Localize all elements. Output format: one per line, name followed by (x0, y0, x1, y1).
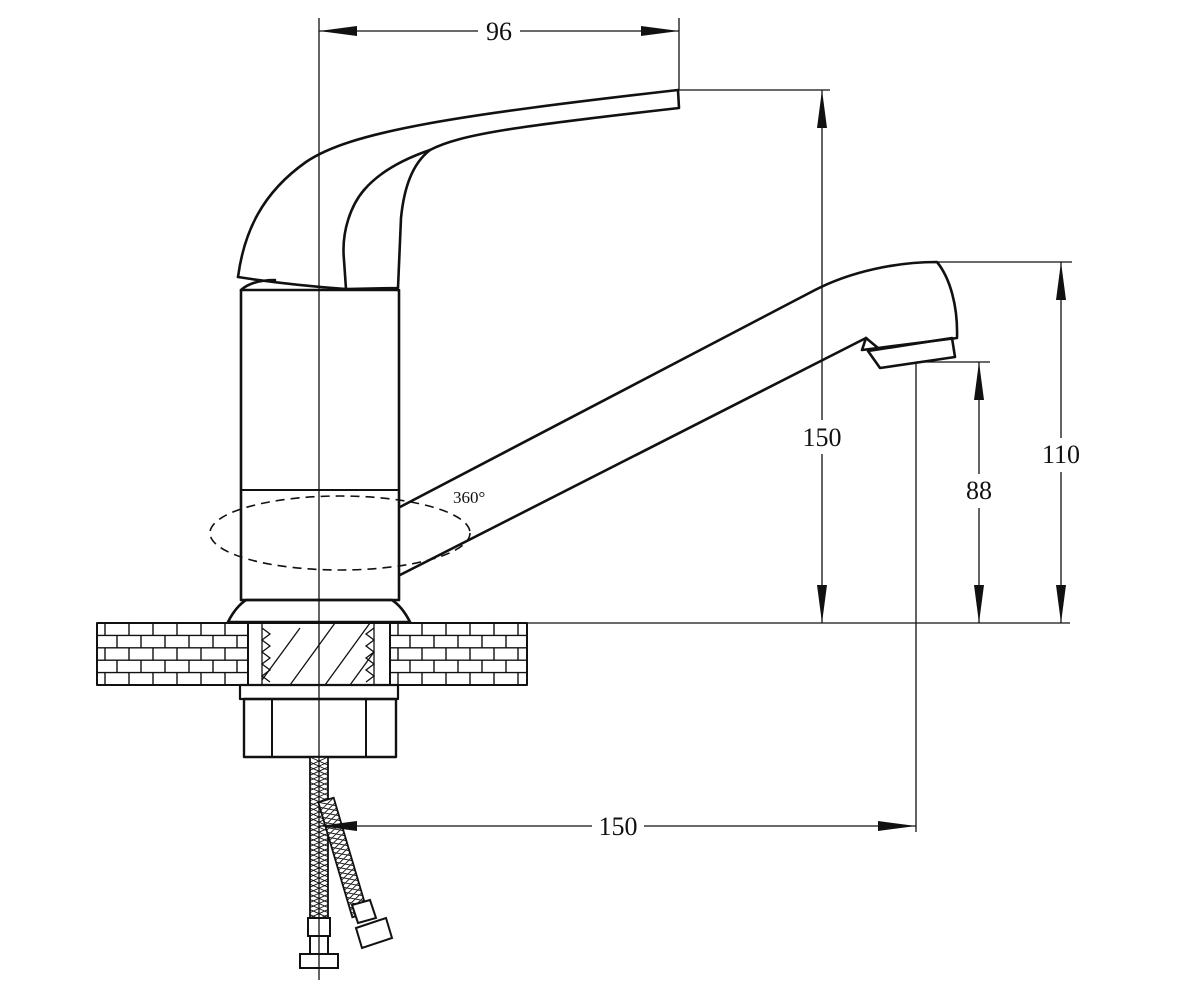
brick-hatch-right (390, 623, 527, 685)
dimension-outlet-height: 88 (916, 361, 998, 623)
dimension-handle-height: 150 (679, 89, 846, 623)
dimension-label-150-horizontal: 150 (599, 812, 638, 841)
hose-ferrule (350, 898, 378, 925)
hose-fitting-nut (354, 916, 394, 950)
brick-hatch-left (97, 623, 248, 685)
supply-hose-right (317, 796, 394, 950)
swivel-angle-label: 360° (453, 488, 485, 507)
dimension-label-110: 110 (1042, 440, 1080, 469)
swivel-rotation-indicator (209, 495, 471, 571)
dimension-handle-reach: 96 (319, 14, 680, 90)
dimension-label-88: 88 (966, 476, 992, 505)
dimension-label-150-vertical: 150 (803, 423, 842, 452)
dimension-label-96: 96 (486, 17, 512, 46)
supply-hoses (299, 756, 394, 969)
dimension-spout-reach: 150 (319, 362, 917, 841)
lever-handle (236, 88, 681, 291)
swivel-spout (398, 260, 959, 577)
dimension-spout-height: 110 (937, 261, 1085, 623)
faucet-body (239, 278, 401, 602)
